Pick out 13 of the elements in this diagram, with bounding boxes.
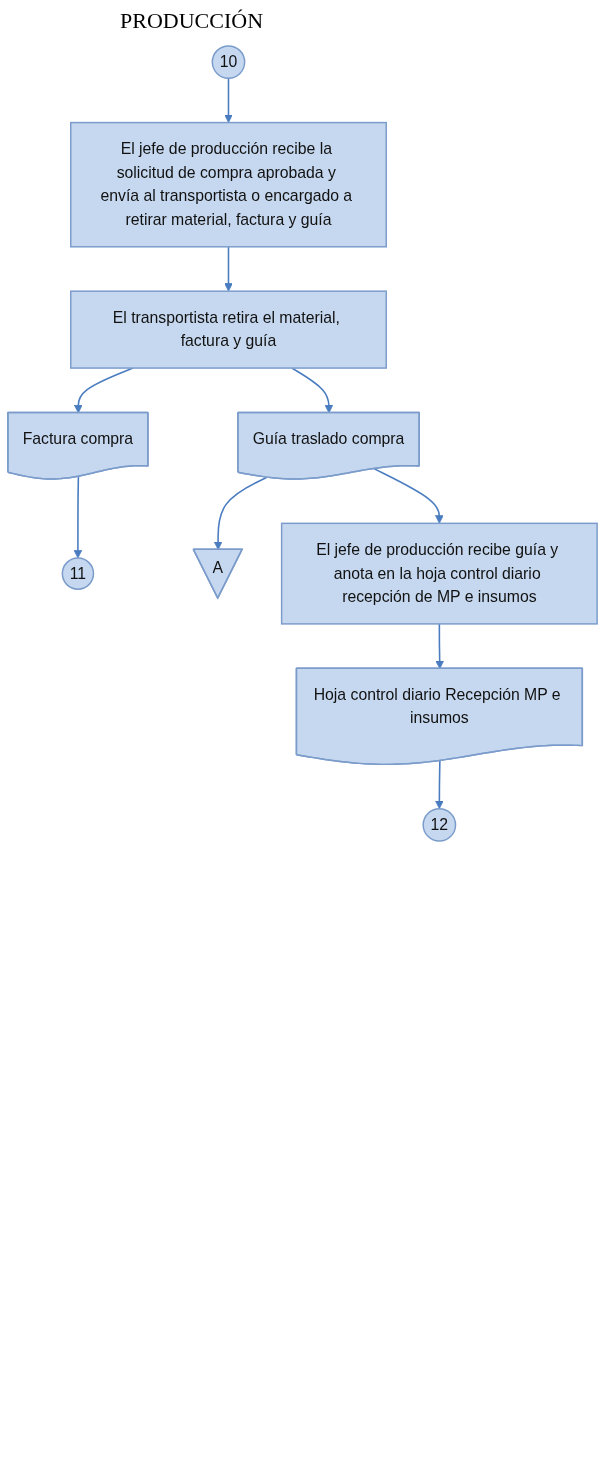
node-circle: 10 bbox=[211, 45, 246, 79]
arrow bbox=[73, 475, 83, 559]
arrow bbox=[373, 468, 444, 524]
node-box: El jefe de producción recibe la solicitud de compra aprobada y envía al transportista o encargado a retirar material, factura y guía bbox=[70, 121, 387, 248]
node-circle: 12 bbox=[422, 808, 457, 842]
arrow bbox=[435, 760, 444, 810]
node-box: El jefe de producción recibe guía y anota en la hoja control diario recepción de MP e insumos bbox=[280, 522, 598, 625]
node-box: El transportista retira el material, factura y guía bbox=[70, 290, 387, 369]
node-circle: 11 bbox=[61, 557, 95, 590]
diagram-title: PRODUCCIÓN bbox=[120, 8, 265, 34]
arrow bbox=[213, 476, 268, 550]
arrow bbox=[224, 246, 233, 292]
arrow bbox=[224, 77, 233, 123]
